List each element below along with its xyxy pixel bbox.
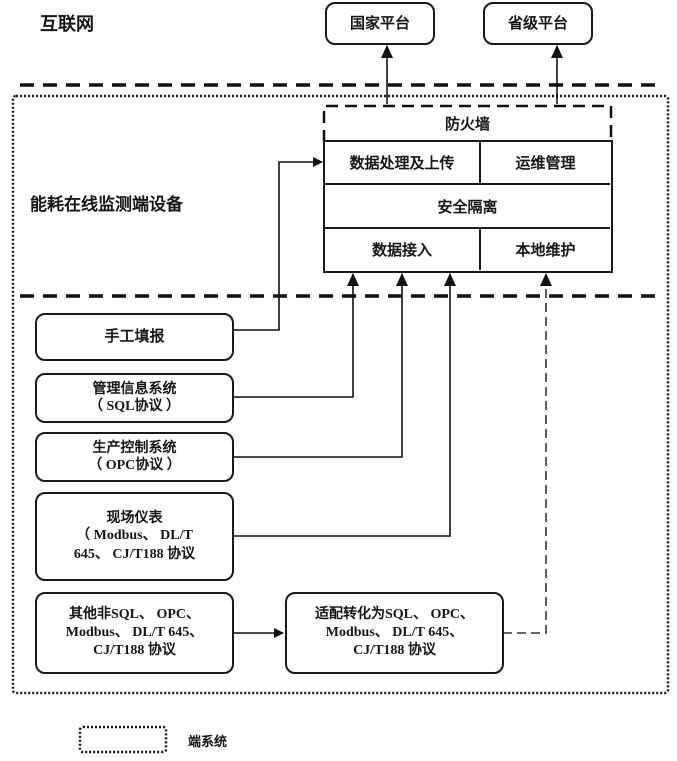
- data-access-cell: 数据接入: [325, 229, 481, 270]
- legend-end-system-swatch: [78, 725, 168, 754]
- field-meter-connector: [233, 273, 456, 537]
- national-platform-label: 国家平台: [349, 13, 410, 32]
- provincial-platform-box: 省级平台: [483, 2, 593, 45]
- adapter-box: 适配转化为SQL、 OPC、 Modbus、 DL/T 645、 CJ/T188…: [285, 592, 504, 674]
- adapter-to-local-maintenance-connector: [503, 273, 552, 634]
- source-manual-entry-box: 手工填报: [35, 313, 234, 361]
- source-other-line-3: CJ/T188 协议: [93, 643, 176, 659]
- source-field-meter-protocol-1: （ Modbus、 DL/T: [76, 528, 193, 544]
- source-field-meter-protocol-2: 645、 CJ/T188 协议: [73, 546, 196, 562]
- national-platform-box: 国家平台: [325, 2, 435, 45]
- data-processing-upload-cell: 数据处理及上传: [325, 142, 481, 185]
- local-maintenance-cell: 本地维护: [481, 229, 610, 270]
- legend-end-system-label: 端系统: [188, 735, 228, 750]
- source-mis-box: 管理信息系统 （ SQL协议 ）: [35, 373, 234, 423]
- provincial-platform-label: 省级平台: [507, 13, 568, 32]
- source-manual-entry-label: 手工填报: [104, 327, 165, 346]
- adapter-line-1: 适配转化为SQL、 OPC、: [314, 606, 475, 622]
- pcs-connector: [233, 273, 408, 458]
- source-pcs-title: 生产控制系统: [92, 439, 177, 456]
- internet-zone-label: 互联网: [40, 14, 94, 35]
- source-other-line-1: 其他非SQL、 OPC、: [68, 606, 201, 622]
- local-maintenance-label: 本地维护: [515, 241, 576, 259]
- device-stack: 数据处理及上传 运维管理 安全隔离 数据接入 本地维护: [323, 140, 613, 273]
- security-isolation-cell: 安全隔离: [325, 185, 610, 229]
- source-mis-protocol: （ SQL协议 ）: [88, 399, 180, 414]
- data-processing-upload-label: 数据处理及上传: [349, 154, 455, 172]
- source-pcs-box: 生产控制系统 （ OPC协议 ）: [35, 432, 234, 482]
- mis-connector: [233, 273, 359, 398]
- firewall-label: 防火墙: [444, 114, 490, 133]
- ops-management-cell: 运维管理: [481, 142, 610, 185]
- ops-management-label: 运维管理: [515, 154, 576, 172]
- source-other-line-2: Modbus、 DL/T 645、: [65, 624, 204, 640]
- manual-entry-connector: [233, 157, 323, 331]
- security-isolation-label: 安全隔离: [437, 197, 498, 216]
- source-pcs-protocol: （ OPC协议 ）: [88, 458, 181, 473]
- source-other-protocol-box: 其他非SQL、 OPC、 Modbus、 DL/T 645、 CJ/T188 协…: [35, 592, 234, 674]
- source-mis-title: 管理信息系统: [92, 380, 177, 397]
- adapter-line-3: CJ/T188 协议: [353, 643, 436, 659]
- data-access-label: 数据接入: [371, 241, 432, 259]
- source-field-meter-box: 现场仪表 （ Modbus、 DL/T 645、 CJ/T188 协议: [35, 492, 234, 581]
- adapter-line-2: Modbus、 DL/T 645、: [325, 624, 464, 640]
- end-system-boundary: [11, 94, 670, 695]
- device-zone-label: 能耗在线监测端设备: [30, 195, 183, 215]
- firewall-frame: [322, 104, 613, 142]
- source-field-meter-title: 现场仪表: [106, 510, 163, 527]
